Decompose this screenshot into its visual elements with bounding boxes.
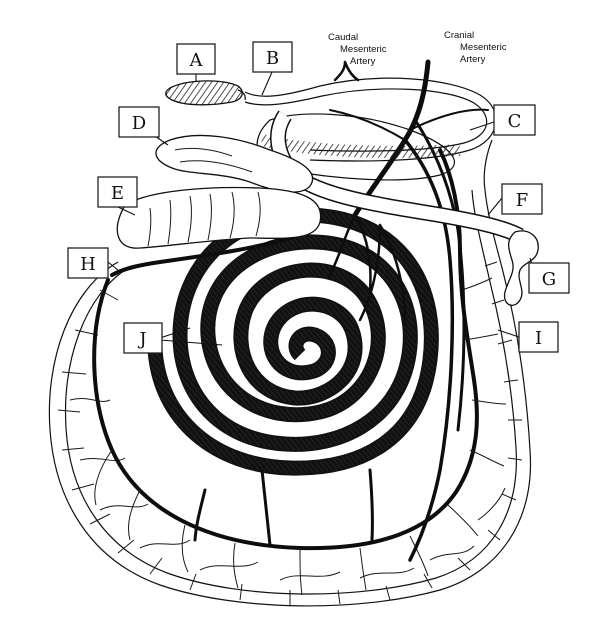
caudal-caption-line-3: Artery [350,56,376,67]
small-intestine [116,134,322,249]
label-F: F [501,183,543,215]
label-I-text: I [535,328,542,349]
label-B: B [252,41,293,73]
label-E-text: E [111,183,124,204]
label-H-text: H [80,254,96,275]
caudal-caption-line-1: Caudal [328,32,358,43]
cranial-caption-line-2: Mesenteric [460,42,507,53]
label-H: H [67,247,109,279]
label-F-text: F [516,190,529,211]
cranial-caption-line-3: Artery [460,54,486,65]
spiral-colon [147,207,439,476]
label-J: J [123,322,163,354]
label-D: D [118,106,160,138]
label-E: E [97,176,138,208]
ileum-cecum [270,110,539,306]
caudal-caption-line-2: Mesenteric [340,44,387,55]
cranial-caption-line-1: Cranial [444,30,474,41]
label-D-text: D [132,113,146,134]
label-I: I [518,321,559,353]
caudal-mesenteric-artery [333,60,360,82]
label-A: A [176,43,216,75]
caudal-mesenteric-caption: Caudal Mesenteric Artery [328,32,387,67]
label-J-text: J [137,329,146,350]
label-G: G [528,262,570,294]
rectum [165,80,246,106]
cranial-mesenteric-caption: Cranial Mesenteric Artery [444,30,507,65]
label-B-text: B [266,48,279,69]
label-A-text: A [189,50,204,71]
cranial-mesenteric-artery [110,59,489,562]
label-C-text: C [508,111,522,132]
label-C: C [493,104,536,136]
label-G-text: G [542,269,556,290]
